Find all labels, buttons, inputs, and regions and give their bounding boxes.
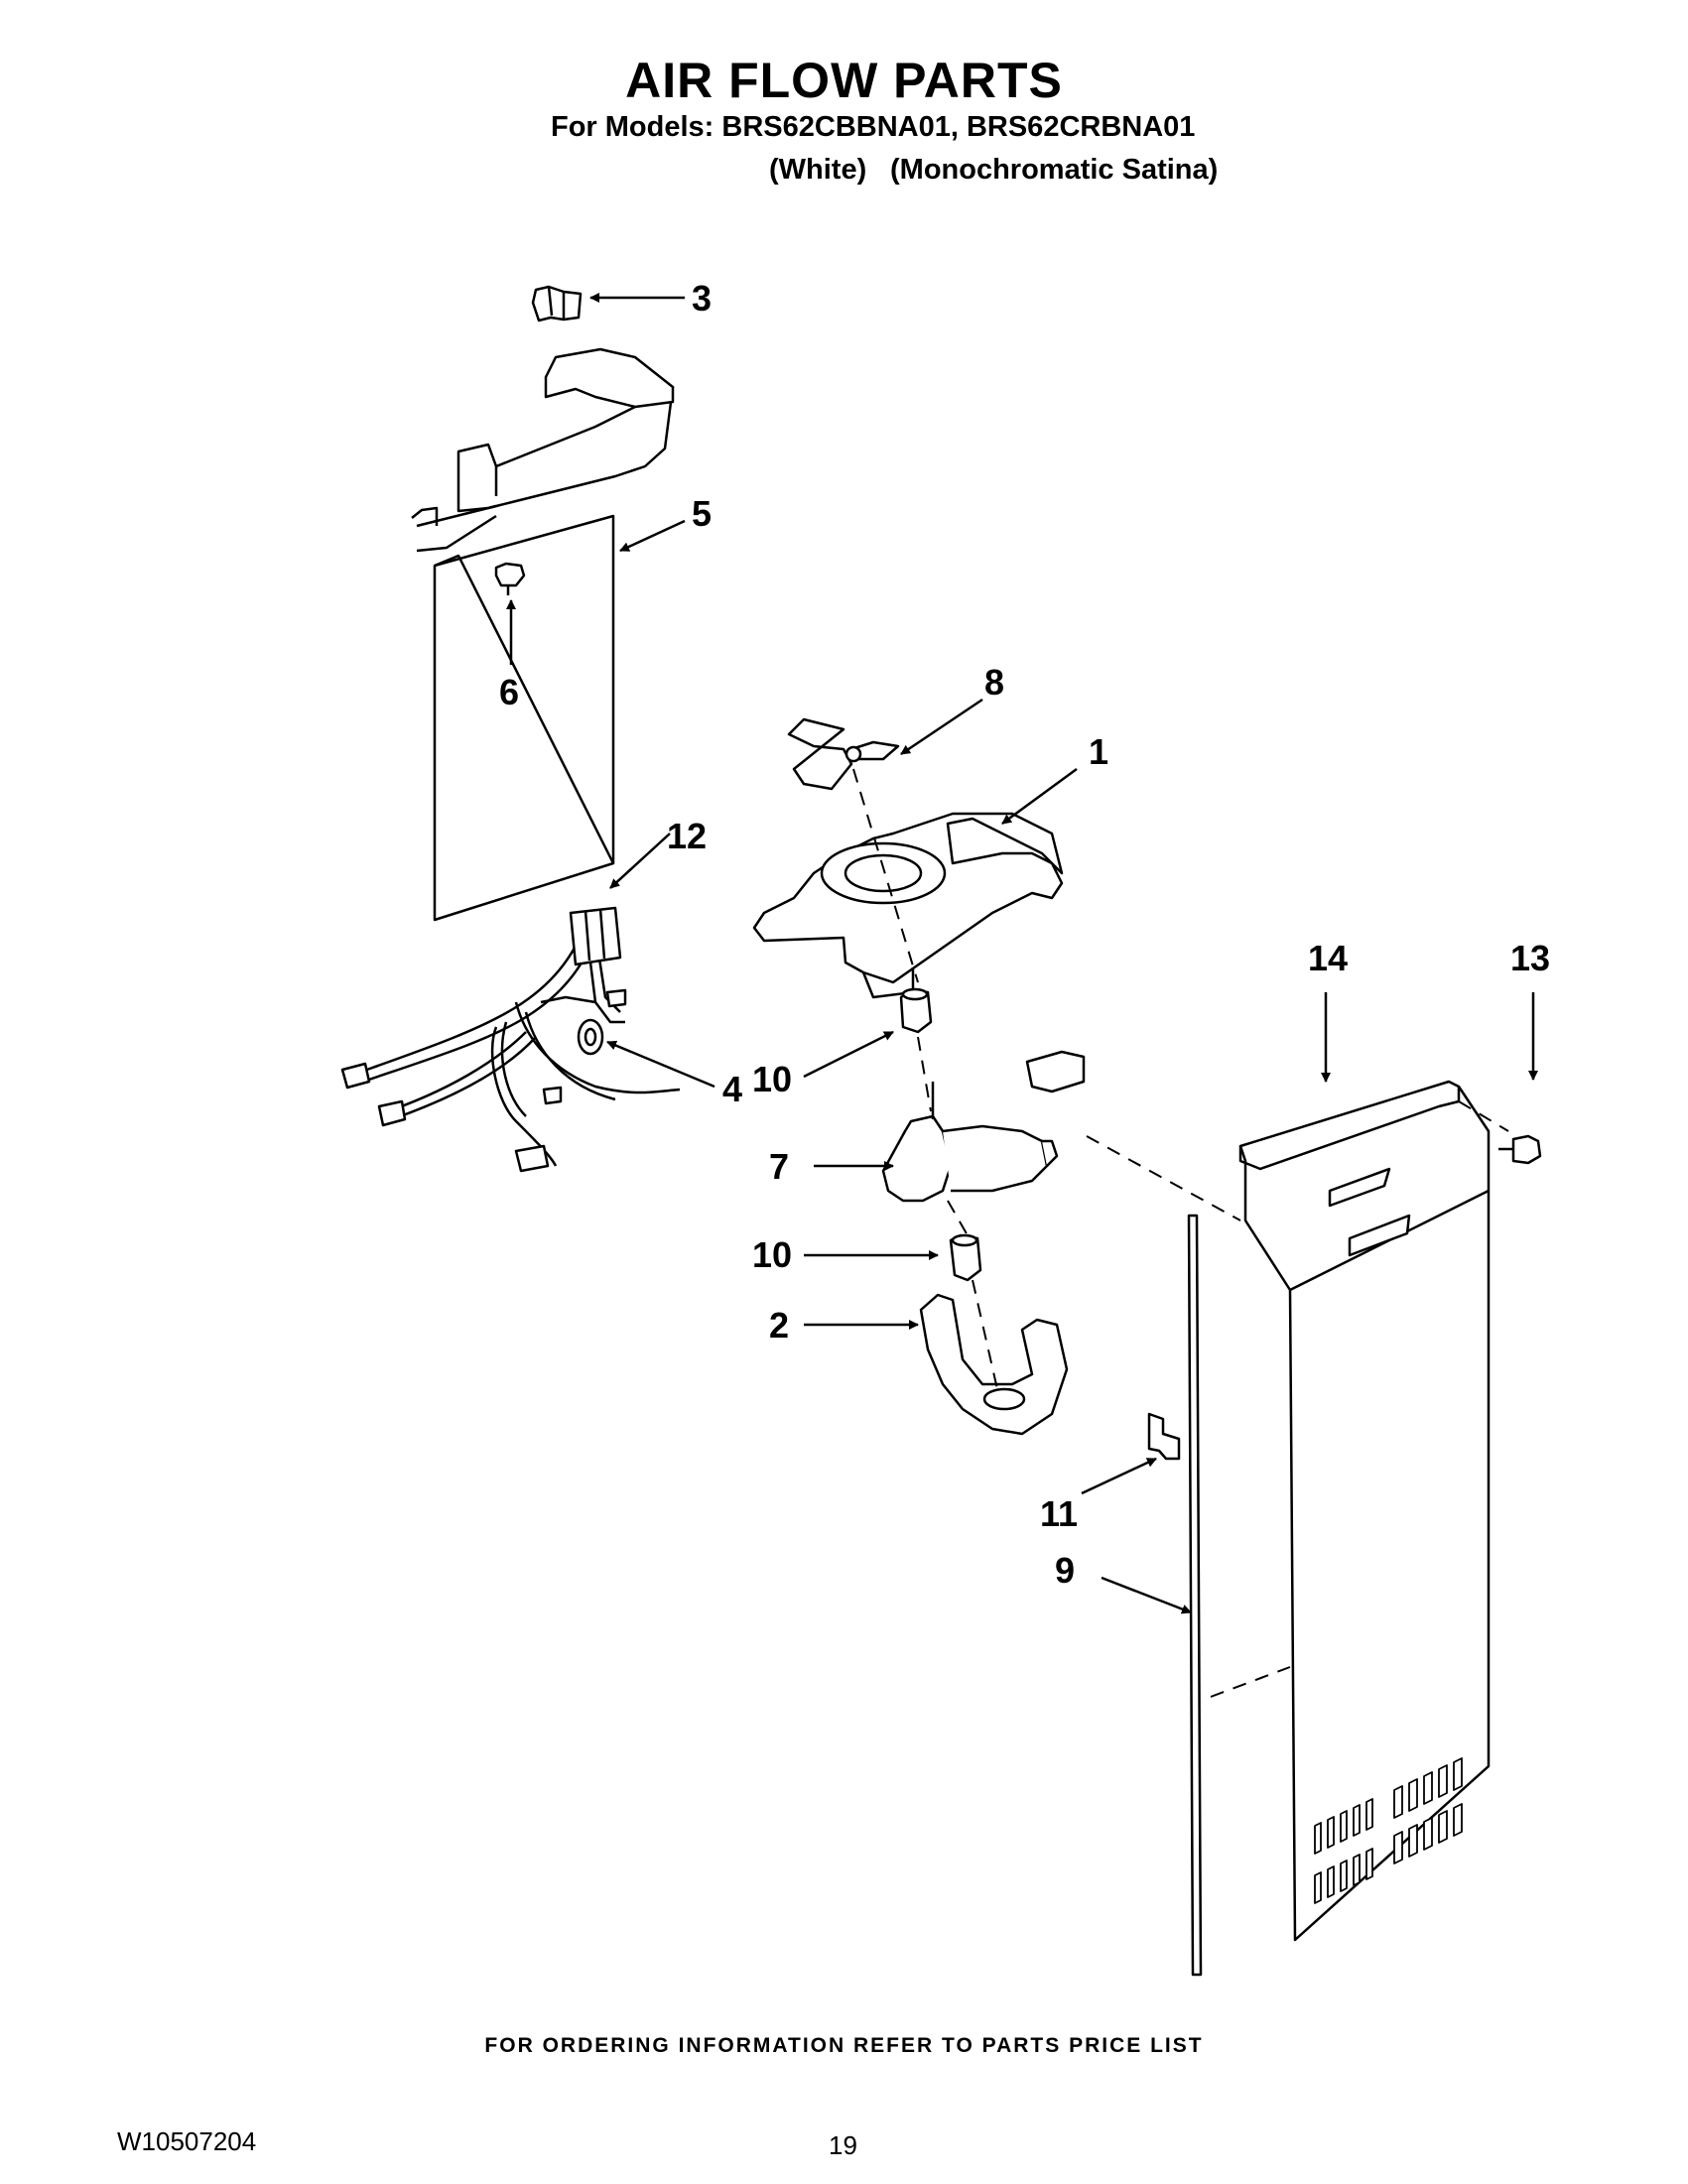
fan-motor-part-7 [881, 1050, 1086, 1203]
callout-8: 8 [984, 662, 1004, 703]
vent-slots-left [1314, 1798, 1373, 1904]
document-number: W10507204 [117, 2126, 257, 2156]
callout-6: 6 [499, 672, 519, 712]
grommet-part-10-upper [899, 987, 933, 1034]
callout-1: 1 [1089, 731, 1108, 772]
fan-blade-part-8 [787, 717, 900, 791]
callout-9: 9 [1055, 1550, 1075, 1591]
air-duct-part-5 [411, 347, 675, 922]
callout-11: 11 [1040, 1493, 1078, 1534]
assembly-lines [852, 768, 1509, 1698]
page-title: AIR FLOW PARTS [625, 53, 1063, 108]
variant-monochromatic: (Monochromatic Satina) [890, 154, 1219, 186]
page-number: 19 [829, 2130, 857, 2160]
clip-part-3 [531, 285, 583, 322]
cover-panel-part-14 [1238, 1080, 1491, 1942]
grommet-part-4 [577, 1018, 604, 1056]
leader-arrows [506, 293, 1538, 1614]
callout-10-upper: 10 [752, 1059, 792, 1099]
callout-10-lower: 10 [752, 1234, 792, 1275]
wire-harness-part-12 [346, 922, 681, 1167]
callout-14: 14 [1308, 938, 1348, 978]
callout-12: 12 [667, 816, 707, 856]
models-line: For Models: BRS62CBBNA01, BRS62CRBNA01 [551, 111, 1196, 143]
callout-5: 5 [692, 493, 712, 534]
gasket-part-9 [1187, 1214, 1203, 1977]
connector-small-2 [377, 1099, 407, 1127]
callout-7: 7 [769, 1146, 789, 1187]
callout-2: 2 [769, 1305, 789, 1346]
connector-tab-2 [542, 1086, 563, 1105]
screw-part-6 [494, 562, 526, 595]
grommet-part-10-lower [949, 1233, 982, 1282]
screw-part-13 [1498, 1134, 1542, 1165]
callout-13: 13 [1510, 938, 1550, 978]
connector-6pin [569, 906, 622, 966]
clip-part-11 [1147, 1412, 1181, 1461]
fan-housing-part-1 [752, 812, 1064, 999]
variant-white: (White) [769, 154, 867, 186]
callout-4: 4 [722, 1069, 742, 1109]
ordering-note: FOR ORDERING INFORMATION REFER TO PARTS … [484, 2034, 1204, 2057]
callout-3: 3 [692, 278, 712, 319]
vent-slots-right [1393, 1757, 1463, 1864]
connector-small-3 [514, 1144, 550, 1173]
motor-bracket-part-2 [919, 1293, 1069, 1436]
connector-small-1 [340, 1062, 371, 1090]
connector-tab-1 [605, 988, 627, 1008]
